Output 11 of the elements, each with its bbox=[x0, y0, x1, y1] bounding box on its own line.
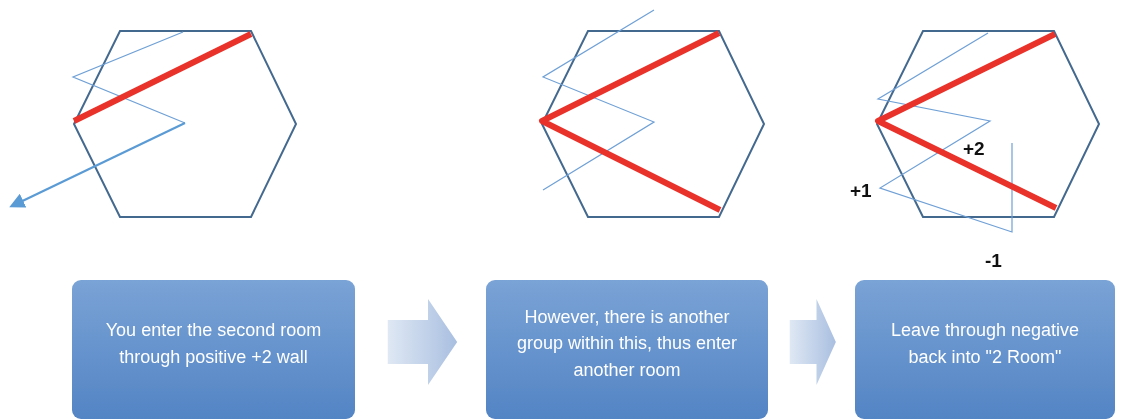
block-arrow bbox=[789, 299, 836, 385]
block-arrow bbox=[387, 299, 458, 385]
step-box bbox=[855, 280, 1115, 419]
step-text: Leave through negative back into "2 Room" bbox=[889, 319, 1081, 369]
charge-label: -1 bbox=[985, 250, 1002, 272]
step-text: You enter the second room through positive +2 wall bbox=[104, 319, 323, 369]
step-box bbox=[486, 280, 768, 419]
charge-label: +2 bbox=[963, 138, 985, 160]
charge-label: +1 bbox=[850, 180, 872, 202]
step-box bbox=[72, 280, 355, 419]
step-text: However, there is another group within this, thus enter another room bbox=[515, 306, 739, 382]
